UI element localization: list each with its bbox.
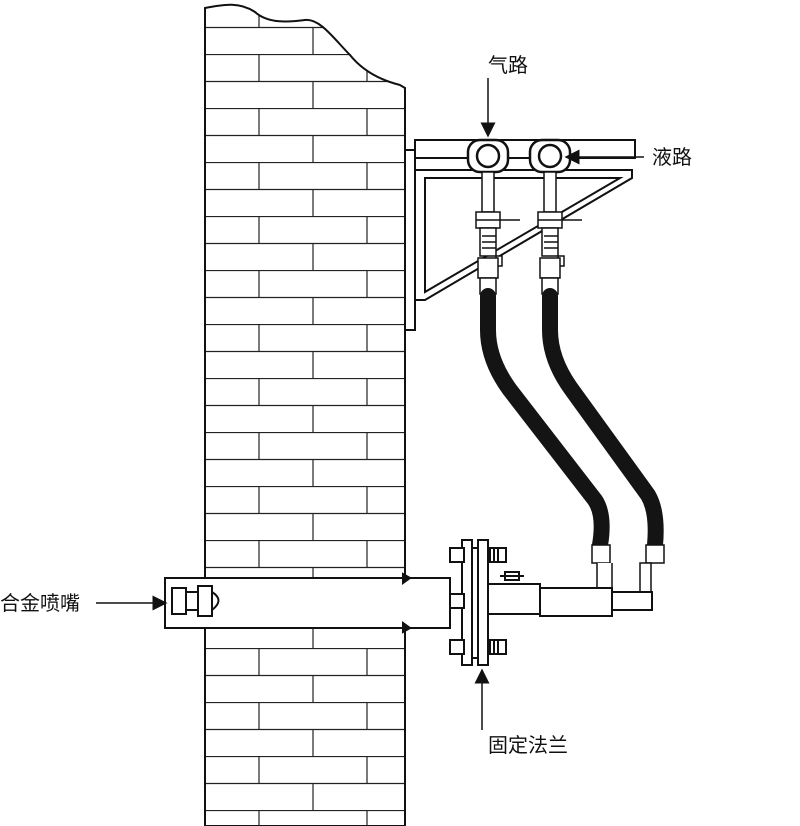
liquid-line-label: 液路 <box>652 145 692 169</box>
gas-valve-assembly <box>475 171 520 295</box>
brick-wall <box>204 3 406 826</box>
pipe-support-bracket <box>404 139 636 331</box>
nozzle-body <box>487 571 653 617</box>
liquid-hose <box>542 288 664 553</box>
nozzle-label: 合金喷嘴 <box>0 591 80 615</box>
flange-label: 固定法兰 <box>488 733 568 757</box>
manifold-pipes <box>466 138 572 174</box>
gas-line-label: 气路 <box>488 53 528 77</box>
liquid-valve-assembly <box>537 171 582 295</box>
flange-label-group: 固定法兰 <box>474 668 568 757</box>
nozzle-lance <box>164 572 451 634</box>
gas-hose <box>480 288 610 553</box>
gas-line-label-group: 气路 <box>480 53 528 138</box>
nozzle-label-group: 合金喷嘴 <box>0 591 168 615</box>
liquid-line-label-group: 液路 <box>564 145 692 169</box>
